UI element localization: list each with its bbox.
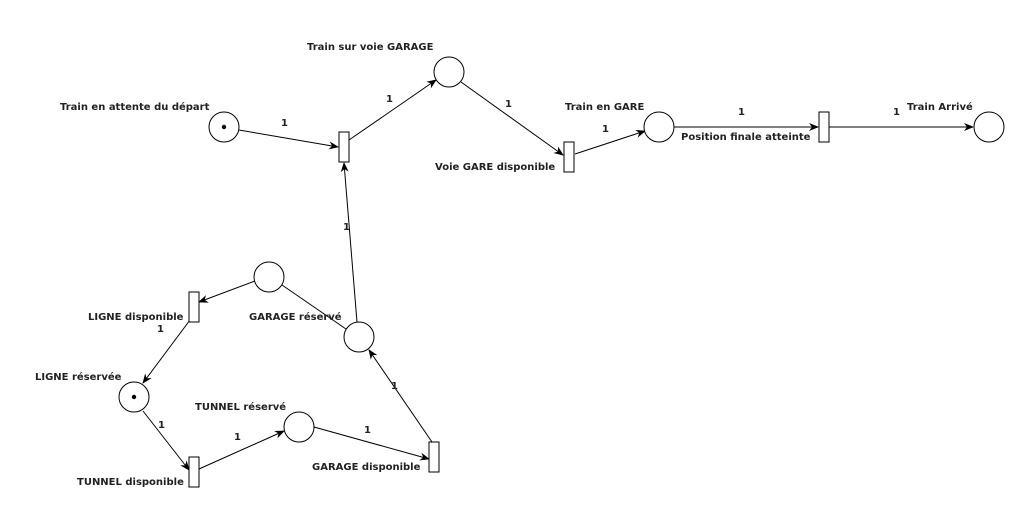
arc-weight-label: 1: [505, 99, 512, 110]
transition-t-final[interactable]: [818, 111, 830, 143]
transition-label: Position finale atteinte: [681, 132, 811, 143]
transition-label: TUNNEL disponible: [77, 477, 184, 488]
arc-p_garage_reserve-to-t_depart: [340, 162, 358, 323]
place-label: LIGNE réservée: [35, 371, 122, 383]
arc-weight-label: 1: [364, 425, 371, 436]
arc-weight-label: 1: [738, 107, 745, 118]
arc-weight-label: 1: [234, 432, 241, 443]
place-label: Train en attente du départ: [60, 101, 210, 113]
arc-p_ligne_reservee-to-t_tunnel: [142, 410, 190, 471]
transition-label: Voie GARE disponible: [435, 162, 555, 173]
arc-weight-label: 1: [157, 324, 164, 335]
arcs-layer: [142, 79, 974, 471]
arc-weight-label: 1: [893, 107, 900, 118]
arc-t_tunnel-to-p_tunnel_reserve: [198, 430, 285, 470]
transition-t-voie-gare[interactable]: [563, 141, 575, 173]
token-dot: [221, 124, 227, 130]
arc-t_depart-to-p_voie_garage: [348, 79, 437, 141]
transition-t-ligne[interactable]: [188, 291, 200, 323]
place-p-garage-reserve[interactable]: [343, 321, 375, 353]
arc-p_voie_garage-to-t_voie_gare: [460, 81, 564, 156]
arc-t_ligne-to-p_ligne_reservee: [142, 319, 191, 384]
arc-weight-label: 1: [281, 118, 288, 129]
place-p-gare[interactable]: [643, 111, 675, 143]
arc-weight-label: 1: [343, 222, 350, 233]
place-label: Train Arrivé: [907, 101, 973, 113]
transition-t-tunnel[interactable]: [188, 456, 200, 488]
transition-t-depart[interactable]: [338, 131, 350, 163]
nodes-layer: [118, 56, 1005, 488]
arc-weight-label: 1: [386, 94, 393, 105]
place-label: Train en GARE: [565, 102, 644, 113]
arc-weight-label: 1: [602, 124, 609, 135]
place-p-arrive[interactable]: [973, 111, 1005, 143]
arc-p_attente-to-t_depart: [238, 129, 339, 150]
arc-t_voie_gare-to-p_gare: [574, 130, 646, 155]
place-p-tunnel-reserve[interactable]: [283, 411, 315, 443]
place-p-voie-garage[interactable]: [433, 56, 465, 88]
token-dot: [131, 394, 137, 400]
arc-p_tunnel_reserve-to-t_garage: [313, 426, 430, 461]
arc-weight-label: 1: [391, 381, 398, 392]
place-label: TUNNEL réservé: [195, 401, 286, 413]
arc-p_mid-to-t_ligne: [198, 280, 256, 303]
arc-t_garage-to-p_garage_reserve: [368, 349, 433, 443]
place-label: GARAGE réservé: [249, 311, 342, 323]
arc-weight-label: 1: [158, 420, 165, 431]
transition-label: GARAGE disponible: [312, 462, 421, 473]
place-label: Train sur voie GARAGE: [307, 42, 434, 53]
transition-label: LIGNE disponible: [88, 312, 184, 323]
place-p-mid[interactable]: [253, 261, 285, 293]
transition-t-garage[interactable]: [428, 441, 440, 473]
arc-p_mid-to-p_garage_reserve: [281, 284, 347, 330]
